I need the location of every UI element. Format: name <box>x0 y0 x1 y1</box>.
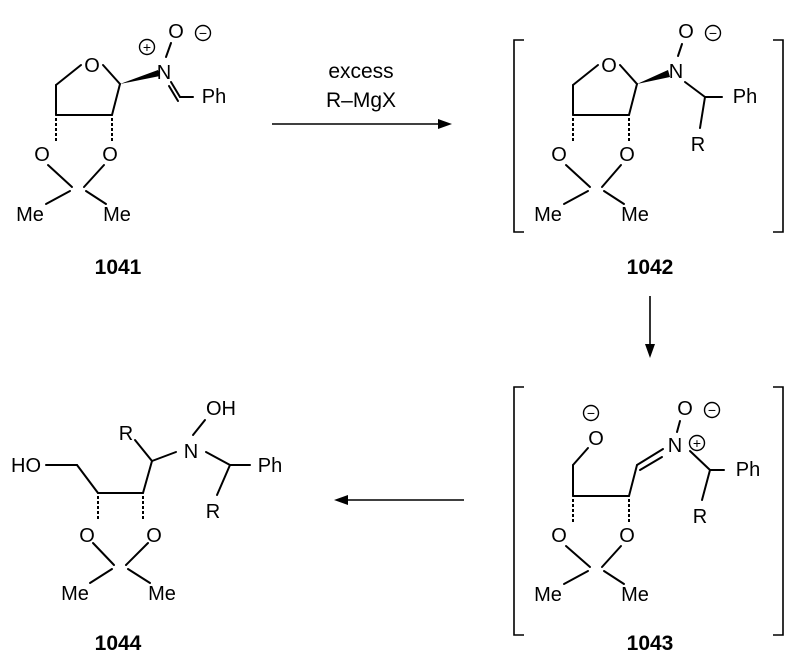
atom-o: O <box>102 144 118 166</box>
positive-charge-icon: + <box>138 38 156 56</box>
atom-n: N <box>157 62 171 84</box>
atom-me: Me <box>16 204 44 226</box>
reagent-line-2: R–MgX <box>326 89 396 112</box>
atom-ph: Ph <box>736 459 760 481</box>
atom-ph: Ph <box>733 86 757 108</box>
svg-text:−: − <box>708 402 716 418</box>
atom-me: Me <box>103 204 131 226</box>
atom-ho: HO <box>11 455 41 477</box>
atom-o: O <box>551 144 567 166</box>
positive-charge-icon: + <box>688 434 706 452</box>
atom-me: Me <box>534 204 562 226</box>
atom-o: O <box>84 55 100 77</box>
atom-o: O <box>588 428 604 450</box>
negative-charge-icon: − <box>704 24 722 42</box>
compound-label-1041: 1041 <box>95 256 142 279</box>
bracket-right <box>773 386 784 636</box>
atom-me: Me <box>61 583 89 605</box>
atom-o: O <box>601 55 617 77</box>
atom-ph: Ph <box>258 455 282 477</box>
atom-me: Me <box>621 204 649 226</box>
compound-1044: HO R N OH Ph R O O Me Me 1044 <box>11 398 282 655</box>
atom-ph: Ph <box>202 86 226 108</box>
atom-n: N <box>668 435 682 457</box>
atom-o: O <box>79 525 95 547</box>
negative-charge-icon: − <box>194 24 212 42</box>
compound-label-1042: 1042 <box>627 256 674 279</box>
atom-r: R <box>206 501 220 523</box>
svg-text:−: − <box>587 405 595 421</box>
negative-charge-icon: − <box>703 401 721 419</box>
bracket-right <box>773 39 784 233</box>
atom-o: O <box>677 398 693 420</box>
bracket-left <box>513 386 524 636</box>
atom-o: O <box>678 21 694 43</box>
atom-r: R <box>693 506 707 528</box>
atom-r: R <box>691 134 705 156</box>
negative-charge-icon: − <box>582 404 600 422</box>
atom-o: O <box>168 21 184 43</box>
compound-label-1043: 1043 <box>627 632 674 655</box>
reaction-arrow-2 <box>645 296 655 358</box>
atom-oh: OH <box>206 398 236 420</box>
atom-o: O <box>619 144 635 166</box>
reaction-arrow-3 <box>334 495 464 505</box>
atom-o: O <box>146 525 162 547</box>
atom-me: Me <box>621 584 649 606</box>
atom-me: Me <box>148 583 176 605</box>
atom-n: N <box>669 61 683 83</box>
compound-1041: O N O Ph O O Me Me + − 1041 <box>16 21 226 279</box>
reagent-line-1: excess <box>328 60 393 83</box>
svg-text:−: − <box>199 25 207 41</box>
svg-text:+: + <box>143 39 151 55</box>
atom-o: O <box>619 525 635 547</box>
compound-label-1044: 1044 <box>95 632 142 655</box>
bracket-left <box>513 39 524 233</box>
svg-text:−: − <box>709 25 717 41</box>
atom-o: O <box>34 144 50 166</box>
atom-r: R <box>119 423 133 445</box>
compound-1043: O N O Ph R O O Me Me − − + 1043 <box>513 386 784 655</box>
reaction-arrow-1 <box>272 119 452 129</box>
compound-1042: O N O Ph R O O Me Me − 1042 <box>513 21 784 279</box>
svg-text:+: + <box>693 435 701 451</box>
atom-o: O <box>551 525 567 547</box>
atom-n: N <box>184 441 198 463</box>
atom-me: Me <box>534 584 562 606</box>
